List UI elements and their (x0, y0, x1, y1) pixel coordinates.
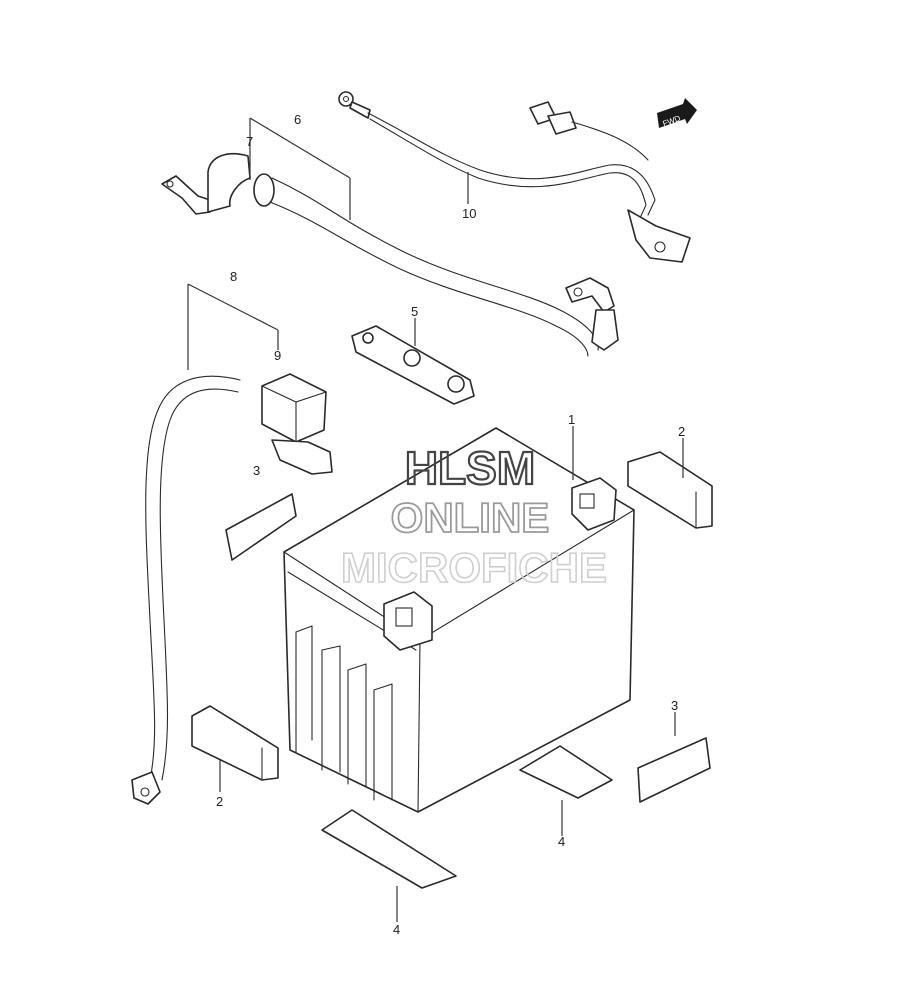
terminal-plate-part (351, 325, 475, 405)
long-cable-part (131, 373, 333, 805)
watermark: HLSM ONLINE MICROFICHE (340, 441, 608, 592)
callout-4-bottom: 4 (393, 922, 400, 937)
battery-part (283, 427, 635, 813)
callout-7: 7 (246, 134, 253, 149)
callout-2-lower: 2 (216, 794, 223, 809)
callout-8: 8 (230, 269, 237, 284)
positive-cable-part (161, 152, 619, 357)
negative-cable-part (338, 91, 691, 263)
callout-9: 9 (274, 348, 281, 363)
callout-4-right: 4 (558, 834, 565, 849)
callout-2-upper: 2 (678, 424, 685, 439)
callout-3-right: 3 (671, 698, 678, 713)
watermark-line-2: ONLINE (391, 494, 550, 541)
leader-lines (187, 117, 684, 922)
callout-1: 1 (568, 412, 575, 427)
callout-labels: 1 2 2 3 3 4 4 5 6 7 8 9 10 (216, 112, 685, 937)
fwd-arrow-icon: FWD (657, 98, 697, 128)
callout-10: 10 (462, 206, 476, 221)
callout-5: 5 (411, 304, 418, 319)
watermark-line-3: MICROFICHE (341, 544, 607, 591)
callout-3-left: 3 (253, 463, 260, 478)
callout-6: 6 (294, 112, 301, 127)
watermark-line-1: HLSM (405, 442, 535, 494)
pad-parts (191, 451, 713, 889)
